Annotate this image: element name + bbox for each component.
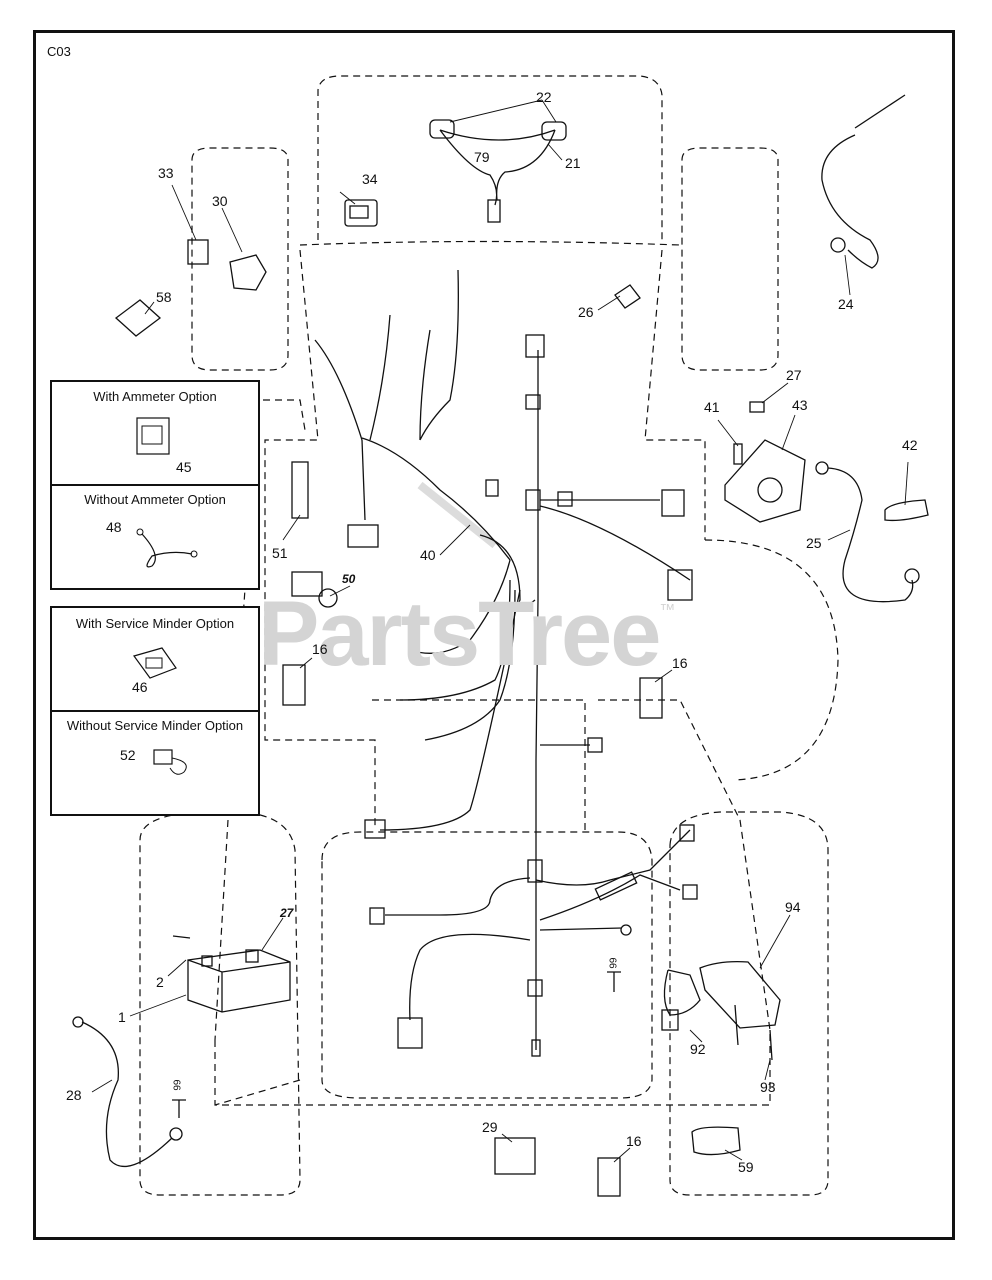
callout-16-right: 16 — [672, 655, 688, 671]
callout-33: 33 — [158, 165, 174, 181]
battery-1 — [187, 949, 291, 1013]
callout-52: 52 — [120, 747, 136, 763]
watermark: PartsTree™ — [258, 582, 675, 687]
screw-41 — [733, 443, 743, 465]
callout-16-rear: 16 — [626, 1133, 642, 1149]
service-minder-option-box: With Service Minder Option 46 Without Se… — [50, 606, 260, 816]
headlight-left — [429, 119, 455, 139]
callout-50: 50 — [342, 572, 356, 586]
part-59 — [691, 1126, 741, 1156]
headlight-harness — [439, 129, 556, 206]
part-29 — [494, 1137, 536, 1175]
diagram-border — [33, 30, 955, 1240]
with-service-minder-title: With Service Minder Option — [75, 616, 235, 631]
without-ammeter-title: Without Ammeter Option — [84, 492, 226, 507]
wire-92 — [663, 969, 701, 1016]
service-minder-icon — [133, 647, 177, 679]
callout-93: 93 — [760, 1079, 776, 1095]
without-service-minder-cell: Without Service Minder Option 52 — [52, 712, 258, 816]
with-ammeter-title: With Ammeter Option — [93, 389, 217, 404]
callout-30: 30 — [212, 193, 228, 209]
callout-34: 34 — [362, 171, 378, 187]
callout-2: 2 — [156, 974, 164, 990]
callout-59: 59 — [738, 1159, 754, 1175]
callout-92: 92 — [690, 1041, 706, 1057]
rear-right-wheel — [669, 811, 829, 1196]
cable-28 — [81, 1021, 173, 1168]
callout-79: 79 — [474, 149, 490, 165]
watermark-trademark: ™ — [659, 602, 675, 619]
ammeter-option-box: With Ammeter Option 45 Without Ammeter O… — [50, 380, 260, 590]
callout-27-battery: 27 — [280, 906, 294, 920]
part-16b — [639, 677, 663, 719]
callout-94: 94 — [785, 899, 801, 915]
mower-deck — [704, 539, 839, 781]
switch-50 — [291, 571, 323, 597]
chassis-outline — [264, 249, 376, 830]
cable-25 — [827, 467, 914, 603]
ignition-switch-30-part — [229, 254, 267, 291]
screw-66b — [607, 971, 621, 992]
part-16a — [282, 664, 306, 706]
front-left-wheel — [191, 147, 289, 371]
connector-51-part — [347, 524, 379, 548]
rear-frame — [214, 1030, 771, 1106]
callout-45: 45 — [176, 459, 192, 475]
callout-29: 29 — [482, 1119, 498, 1135]
callout-43: 43 — [792, 397, 808, 413]
boot-42 — [884, 499, 929, 522]
callout-26: 26 — [578, 304, 594, 320]
callout-27-top: 27 — [786, 367, 802, 383]
callout-1: 1 — [118, 1009, 126, 1025]
relay-94 — [699, 960, 781, 1029]
callout-51: 51 — [272, 545, 288, 561]
hood-bottom — [299, 240, 681, 246]
callout-66-left: 66 — [170, 1079, 182, 1091]
callout-46: 46 — [132, 679, 148, 695]
diagram-reference: C03 — [47, 44, 71, 59]
ammeter-icon — [136, 417, 170, 455]
hood-outline — [317, 75, 663, 240]
callout-25: 25 — [806, 535, 822, 551]
front-right-wheel — [681, 147, 779, 371]
plug-icon — [153, 749, 187, 775]
callout-22: 22 — [536, 89, 552, 105]
headlight-right — [541, 121, 567, 141]
callout-66-right: 66 — [606, 957, 618, 969]
callout-24: 24 — [838, 296, 854, 312]
screw-66a — [172, 1099, 186, 1118]
without-service-minder-title: Without Service Minder Option — [66, 718, 244, 733]
watermark-text: PartsTree — [258, 583, 661, 685]
part-58 — [114, 299, 162, 337]
switch-34-part — [344, 199, 378, 227]
jumper-wire-icon — [136, 528, 198, 568]
callout-28: 28 — [66, 1087, 82, 1103]
fuse-26-part — [614, 284, 641, 309]
part-16c — [597, 1157, 621, 1197]
callout-48: 48 — [106, 519, 122, 535]
main-harness — [535, 350, 539, 1050]
callout-16-left: 16 — [312, 641, 328, 657]
callout-21: 21 — [565, 155, 581, 171]
resistor-40 — [417, 481, 498, 549]
without-ammeter-cell: Without Ammeter Option 48 — [52, 486, 258, 590]
callout-42: 42 — [902, 437, 918, 453]
key-33-part — [187, 239, 209, 265]
cable-24 — [821, 134, 879, 269]
nut-27 — [749, 401, 765, 413]
rear-left-wheel — [139, 811, 301, 1196]
rear-body — [321, 831, 653, 1099]
with-service-minder-cell: With Service Minder Option 46 — [52, 608, 258, 712]
callout-41: 41 — [704, 399, 720, 415]
callout-40: 40 — [420, 547, 436, 563]
solenoid-43 — [724, 439, 806, 523]
callout-58: 58 — [156, 289, 172, 305]
with-ammeter-cell: With Ammeter Option 45 — [52, 382, 258, 486]
